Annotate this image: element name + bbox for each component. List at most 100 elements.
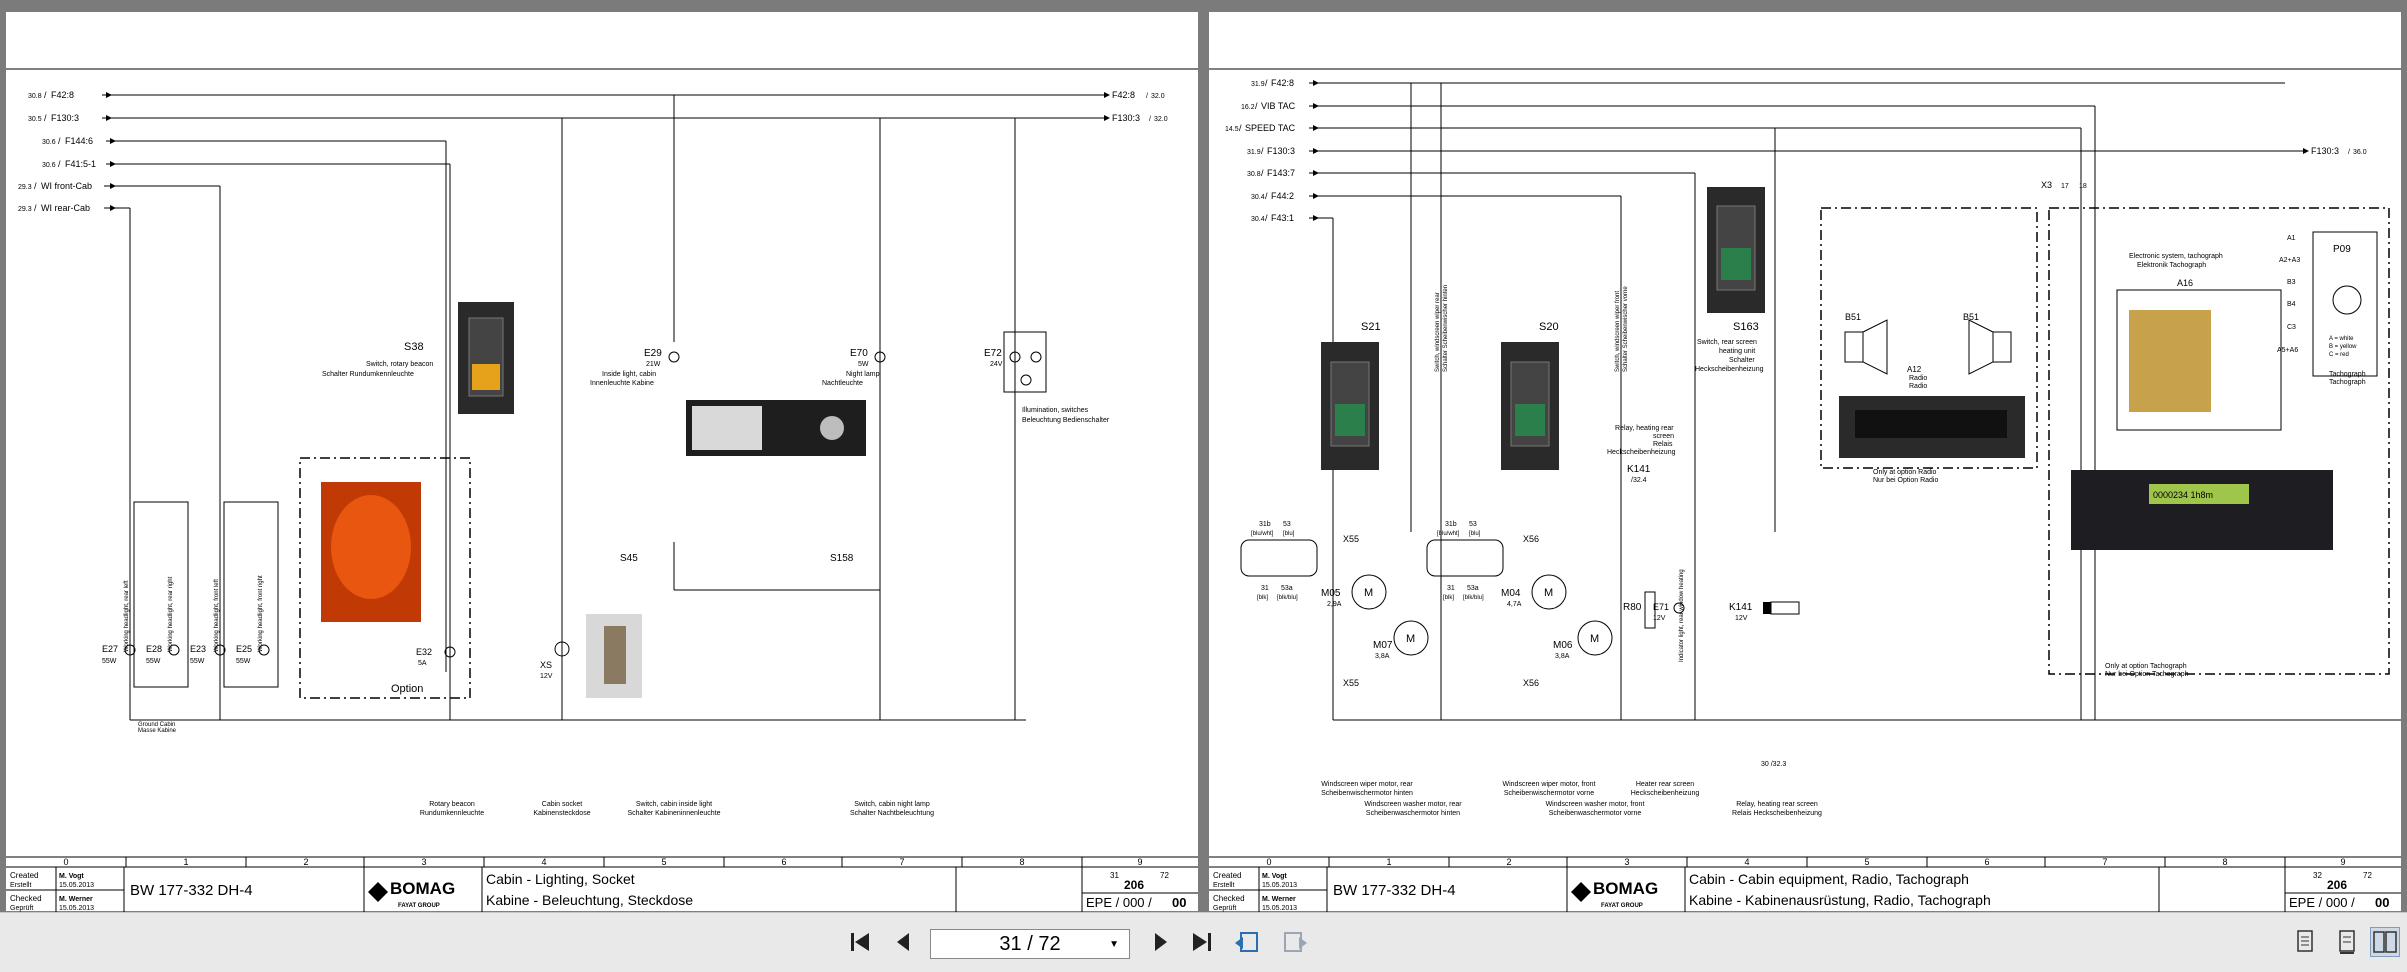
svg-text:5A: 5A (418, 660, 427, 667)
bus-line: 30.6/F41:5-1 (42, 159, 450, 169)
svg-text:31: 31 (1110, 871, 1119, 880)
svg-text:Schalter Scheibenwischer vorne: Schalter Scheibenwischer vorne (1623, 286, 1629, 372)
svg-text:/: / (1265, 191, 1268, 201)
svg-text:3: 3 (1624, 857, 1629, 867)
two-page-view-button[interactable] (2370, 927, 2400, 957)
forward-view-button[interactable] (1280, 927, 1310, 957)
svg-text:Scheibenwischermotor hinten: Scheibenwischermotor hinten (1321, 790, 1413, 797)
svg-text:15.05.2013: 15.05.2013 (59, 905, 94, 912)
svg-text:EPE / 000 /: EPE / 000 / (2289, 895, 2355, 910)
svg-text:B = yellow: B = yellow (2329, 344, 2357, 350)
schematic-page-31: 30.8/F42:8 F42:8/32.0 30.5/F130:3 F130:3… (6, 12, 1198, 912)
option-rotary-beacon: Option E32 5A (299, 457, 471, 699)
svg-text:A2+A3: A2+A3 (2279, 257, 2300, 264)
svg-text:X55: X55 (1343, 678, 1359, 688)
forward-view-icon (1284, 932, 1307, 952)
svg-text:24V: 24V (990, 361, 1003, 368)
svg-text:Only at option Radio: Only at option Radio (1873, 469, 1937, 476)
svg-text:XS: XS (540, 660, 552, 670)
bus-line: 30.8/F42:8 F42:8/32.0 (28, 90, 1165, 100)
svg-text:53: 53 (1469, 521, 1477, 528)
svg-text:B51: B51 (1963, 312, 1979, 322)
first-page-button[interactable] (846, 927, 876, 957)
svg-text:Tachograph: Tachograph (2329, 371, 2366, 378)
svg-text:B51: B51 (1845, 312, 1861, 322)
svg-text:Innenleuchte Kabine: Innenleuchte Kabine (590, 380, 654, 387)
back-view-button[interactable] (1232, 927, 1262, 957)
svg-text:Schalter Rundumkennleuchte: Schalter Rundumkennleuchte (322, 371, 414, 378)
svg-text:K141: K141 (1729, 602, 1753, 613)
svg-text:Working headlight, rear left: Working headlight, rear left (124, 580, 130, 652)
svg-text:Nur bei Option Tachograph: Nur bei Option Tachograph (2105, 671, 2189, 678)
back-view-icon (1235, 932, 1258, 952)
svg-text:E25: E25 (236, 644, 252, 654)
svg-text:/: / (1261, 146, 1264, 156)
svg-text:Switch, rotary beacon: Switch, rotary beacon (366, 361, 433, 368)
svg-text:00: 00 (1172, 895, 1186, 910)
svg-text:36.0: 36.0 (2353, 149, 2367, 156)
svg-text:M. Vogt: M. Vogt (1262, 873, 1287, 880)
switch-s21: S21 Switch, windscreen wiper rear Schalt… (1321, 285, 1449, 470)
svg-text:29.3: 29.3 (18, 206, 32, 213)
svg-text:Windscreen wiper motor, rear: Windscreen wiper motor, rear (1321, 781, 1413, 788)
svg-text:K141: K141 (1627, 464, 1651, 475)
svg-text:[blu/wht]: [blu/wht] (1251, 531, 1274, 537)
page-indicator: 31 / 72 (999, 932, 1061, 955)
svg-text:Indicator light, rear window h: Indicator light, rear window heating (1679, 569, 1685, 662)
svg-text:A5+A6: A5+A6 (2277, 347, 2298, 354)
svg-text:Relais Heckscheibenheizung: Relais Heckscheibenheizung (1732, 810, 1822, 817)
svg-text:F130:3: F130:3 (2311, 146, 2339, 156)
svg-text:Checked: Checked (10, 894, 42, 903)
svg-text:Switch, windscreen wiper rear: Switch, windscreen wiper rear (1435, 292, 1441, 372)
svg-text:Switch, windscreen wiper front: Switch, windscreen wiper front (1615, 291, 1621, 372)
svg-text:6: 6 (781, 857, 786, 867)
svg-text:30.4: 30.4 (1251, 194, 1265, 201)
svg-text:30.6: 30.6 (42, 162, 56, 169)
svg-text:BW 177-332 DH-4: BW 177-332 DH-4 (1333, 882, 1456, 899)
captions: Windscreen wiper motor, rear Scheibenwis… (1321, 781, 1822, 817)
last-page-button[interactable] (1186, 927, 1216, 957)
previous-page-button[interactable] (888, 927, 918, 957)
svg-text:/: / (44, 90, 47, 100)
chevron-down-icon: ▼ (1109, 939, 1119, 950)
svg-text:Radio: Radio (1909, 375, 1927, 382)
continuous-view-button[interactable] (2332, 927, 2362, 957)
svg-text:32.0: 32.0 (1151, 93, 1165, 100)
svg-text:Heater rear screen: Heater rear screen (1636, 781, 1694, 788)
svg-text:Scheibenwaschermotor vorne: Scheibenwaschermotor vorne (1549, 810, 1642, 817)
svg-text:E29: E29 (644, 348, 662, 359)
svg-text:Schalter Nachtbeleuchtung: Schalter Nachtbeleuchtung (850, 810, 934, 817)
svg-text:16.2: 16.2 (1241, 104, 1255, 111)
svg-text:/: / (1149, 116, 1151, 123)
svg-text:8: 8 (2222, 857, 2227, 867)
svg-text:C = red: C = red (2329, 352, 2349, 358)
switch-s38: S38 Switch, rotary beacon Schalter Rundu… (322, 302, 514, 414)
svg-text:6: 6 (1984, 857, 1989, 867)
svg-text:Switch, cabin night lamp: Switch, cabin night lamp (854, 801, 930, 808)
svg-text:31: 31 (1447, 585, 1455, 592)
title-block: Created Erstellt M. Vogt 15.05.2013 Chec… (6, 867, 1198, 912)
svg-text:Geprüft: Geprüft (10, 905, 33, 912)
svg-text:S163: S163 (1733, 321, 1759, 333)
svg-text:7: 7 (2102, 857, 2107, 867)
svg-text:30.5: 30.5 (28, 116, 42, 123)
svg-text:C3: C3 (2287, 324, 2296, 331)
radio-option: B51 B51 A12 Radio Radio Only at option R… (1820, 207, 2038, 484)
svg-text:32: 32 (2313, 871, 2322, 880)
bus-line: 30.4/F43:1 (1251, 213, 1333, 223)
bus-lines: 31.9/F42:8 16.2/VIB TAC 14.5/SPEED TAC 3… (1225, 78, 2367, 223)
svg-text:3,8A: 3,8A (1555, 653, 1570, 660)
svg-text:/: / (1261, 168, 1264, 178)
svg-text:heating unit: heating unit (1719, 348, 1755, 355)
svg-text:M: M (1364, 587, 1373, 599)
svg-text:F42:8: F42:8 (1112, 90, 1135, 100)
svg-text:Relay, heating rear screen: Relay, heating rear screen (1736, 801, 1818, 808)
svg-text:screen: screen (1653, 433, 1674, 440)
single-page-view-button[interactable] (2290, 927, 2320, 957)
next-page-button[interactable] (1146, 927, 1176, 957)
svg-text:/: / (1239, 123, 1242, 133)
single-page-icon (2297, 930, 2313, 952)
svg-text:Heckscheibenheizung: Heckscheibenheizung (1695, 366, 1764, 373)
svg-text:WI rear-Cab: WI rear-Cab (41, 203, 90, 213)
page-selector[interactable]: 31 / 72 ▼ (930, 929, 1130, 959)
